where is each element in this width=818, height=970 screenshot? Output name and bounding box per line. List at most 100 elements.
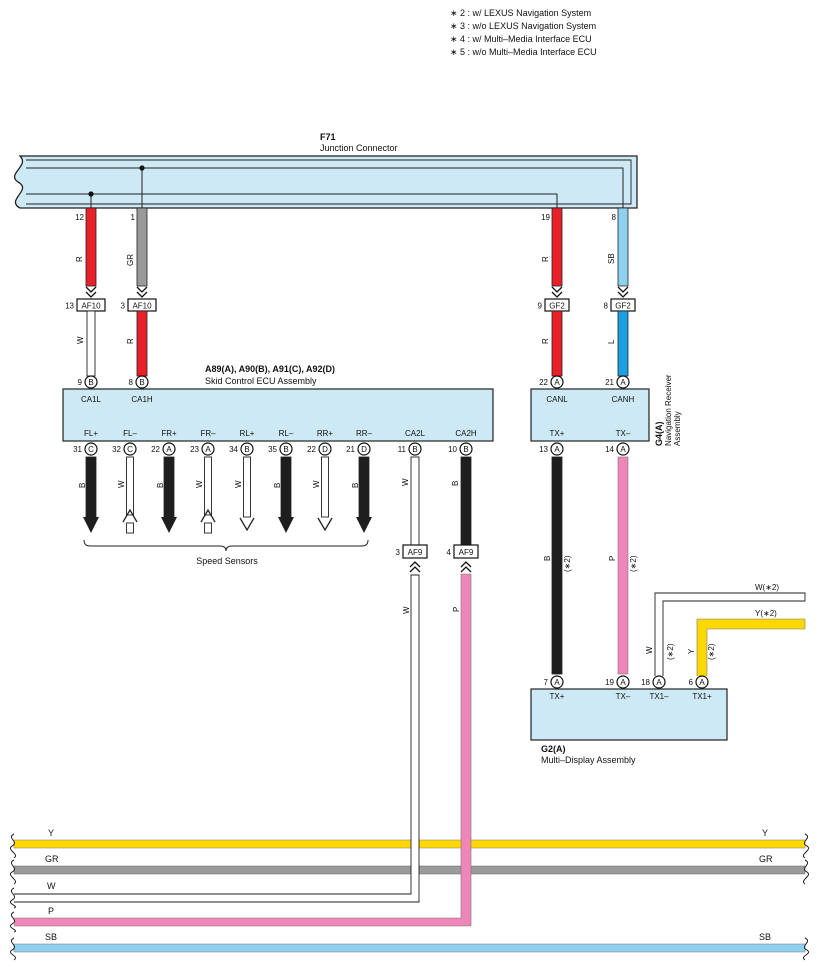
display-pin: A19 [605, 675, 630, 689]
pin-number: 32 [112, 445, 121, 454]
inline-connector-af9-b: AF9 [459, 548, 474, 557]
terminal-label: CANH [612, 395, 635, 404]
svg-text:4: 4 [447, 548, 452, 557]
terminal-label: TX+ [550, 692, 565, 701]
mid-wires: W R R L [76, 310, 629, 377]
connector-letter: A [620, 678, 626, 687]
terminal-label: FL+ [84, 429, 98, 438]
note-2: ∗ 2 : w/ LEXUS Navigation System [450, 8, 591, 18]
inline-connector-af10-b: AF10 3 [121, 298, 157, 312]
pin-number: 10 [448, 445, 457, 454]
skid-bottom-pin: A23 [190, 442, 215, 456]
nav-receiver-name-1: Navigation Receiver [664, 374, 673, 446]
bus-p-left: P [48, 906, 54, 916]
pin-1: 1 [131, 213, 136, 222]
wire-color-gr: GR [126, 254, 135, 266]
bus-y-right: Y [762, 828, 768, 838]
terminal-label: RL+ [240, 429, 255, 438]
nav-receiver-id: G4(A) [654, 421, 664, 446]
skid-bottom-pin: A22 [151, 442, 176, 456]
skid-bottom-pin: D 21 [346, 442, 371, 456]
multi-display-name: Multi–Display Assembly [541, 755, 636, 765]
connector-letter: A [166, 445, 172, 454]
nav-top-pin: A21 [605, 375, 630, 389]
display-pin: A6 [689, 675, 709, 689]
skid-bottom-pin: B 10 [448, 442, 473, 456]
svg-text:(∗2): (∗2) [666, 643, 675, 660]
pin-number: 21 [605, 378, 614, 387]
pin-number: 35 [268, 445, 277, 454]
nav-display-wires: B (∗2) P (∗2) [543, 456, 638, 675]
svg-text:L: L [607, 339, 616, 344]
sensor-wire: W [117, 456, 138, 534]
pin-number: 34 [229, 445, 238, 454]
bus-sb-left: SB [45, 932, 57, 942]
nav-receiver-name-2: Assembly [673, 411, 682, 446]
speed-sensors-label: Speed Sensors [196, 556, 258, 566]
pin-number: 9 [78, 378, 83, 387]
connector-letter: A [554, 445, 560, 454]
inline-connector-af10-a: AF10 13 [65, 298, 106, 312]
ext-y-label: Y(∗2) [755, 609, 777, 618]
skid-top-pin: B8 [129, 375, 149, 389]
navigation-receiver: G4(A) Navigation Receiver Assembly A22CA… [530, 374, 682, 456]
terminal-label: TX+ [550, 429, 565, 438]
skid-ecu-name: Skid Control ECU Assembly [205, 376, 317, 386]
wire-color-r: R [75, 256, 84, 262]
terminal-label: TX– [616, 692, 631, 701]
wire-color-label: B [273, 483, 282, 488]
bus-gr-right: GR [759, 854, 773, 864]
note-5: ∗ 5 : w/o Multi–Media Interface ECU [450, 47, 597, 57]
connector-letter: A [554, 678, 560, 687]
sensor-wire: W [195, 456, 216, 534]
svg-text:W: W [645, 646, 654, 654]
pin-19: 19 [541, 213, 550, 222]
nav-top-pin: A22 [539, 375, 564, 389]
svg-text:8: 8 [604, 302, 609, 311]
pin-number: 6 [689, 678, 694, 687]
skid-bottom-pin: B35 [268, 442, 293, 456]
terminal-label: CANL [546, 395, 568, 404]
svg-text:W: W [401, 478, 410, 486]
skid-bottom-pin: C32 [112, 442, 137, 456]
svg-text:B: B [451, 481, 460, 486]
inline-connector-gf2-b: GF2 8 [604, 298, 636, 312]
svg-text:R: R [126, 338, 135, 344]
svg-text:GF2: GF2 [549, 302, 565, 311]
svg-text:9: 9 [538, 302, 543, 311]
connector-letter: B [463, 445, 468, 454]
svg-text:Y: Y [687, 648, 696, 654]
svg-text:(∗2): (∗2) [707, 643, 716, 660]
display-pin: A18 [641, 675, 666, 689]
wire-color-r: R [541, 256, 550, 262]
wire-color-label: W [312, 480, 321, 488]
connector-letter: A [620, 445, 626, 454]
connector-letter: B [139, 378, 144, 387]
junction-name: Junction Connector [320, 143, 398, 153]
note-4: ∗ 4 : w/ Multi–Media Interface ECU [450, 34, 592, 44]
skid-bottom-pin: D22 [307, 442, 332, 456]
svg-text:(∗2): (∗2) [563, 555, 572, 572]
terminal-label: RL– [279, 429, 294, 438]
pin-number: 21 [346, 445, 355, 454]
svg-text:B: B [543, 556, 552, 561]
svg-text:W: W [76, 336, 85, 344]
wire-color-label: W [195, 480, 204, 488]
skid-bottom-pin: B34 [229, 442, 254, 456]
junction-id: F71 [320, 132, 336, 142]
sensor-wire: B [273, 456, 294, 533]
terminal-label: RR+ [317, 429, 334, 438]
pin-number: 23 [190, 445, 199, 454]
terminal-label: CA2H [455, 429, 477, 438]
terminal-label: TX1+ [692, 692, 712, 701]
pin-number: 22 [307, 445, 316, 454]
svg-text:3: 3 [396, 548, 401, 557]
connector-letter: A [554, 378, 560, 387]
sensor-wire: W [234, 456, 255, 532]
terminal-label: CA1L [81, 395, 102, 404]
pin-number: 8 [129, 378, 134, 387]
svg-text:AF10: AF10 [132, 302, 152, 311]
connector-letter: D [361, 445, 367, 454]
